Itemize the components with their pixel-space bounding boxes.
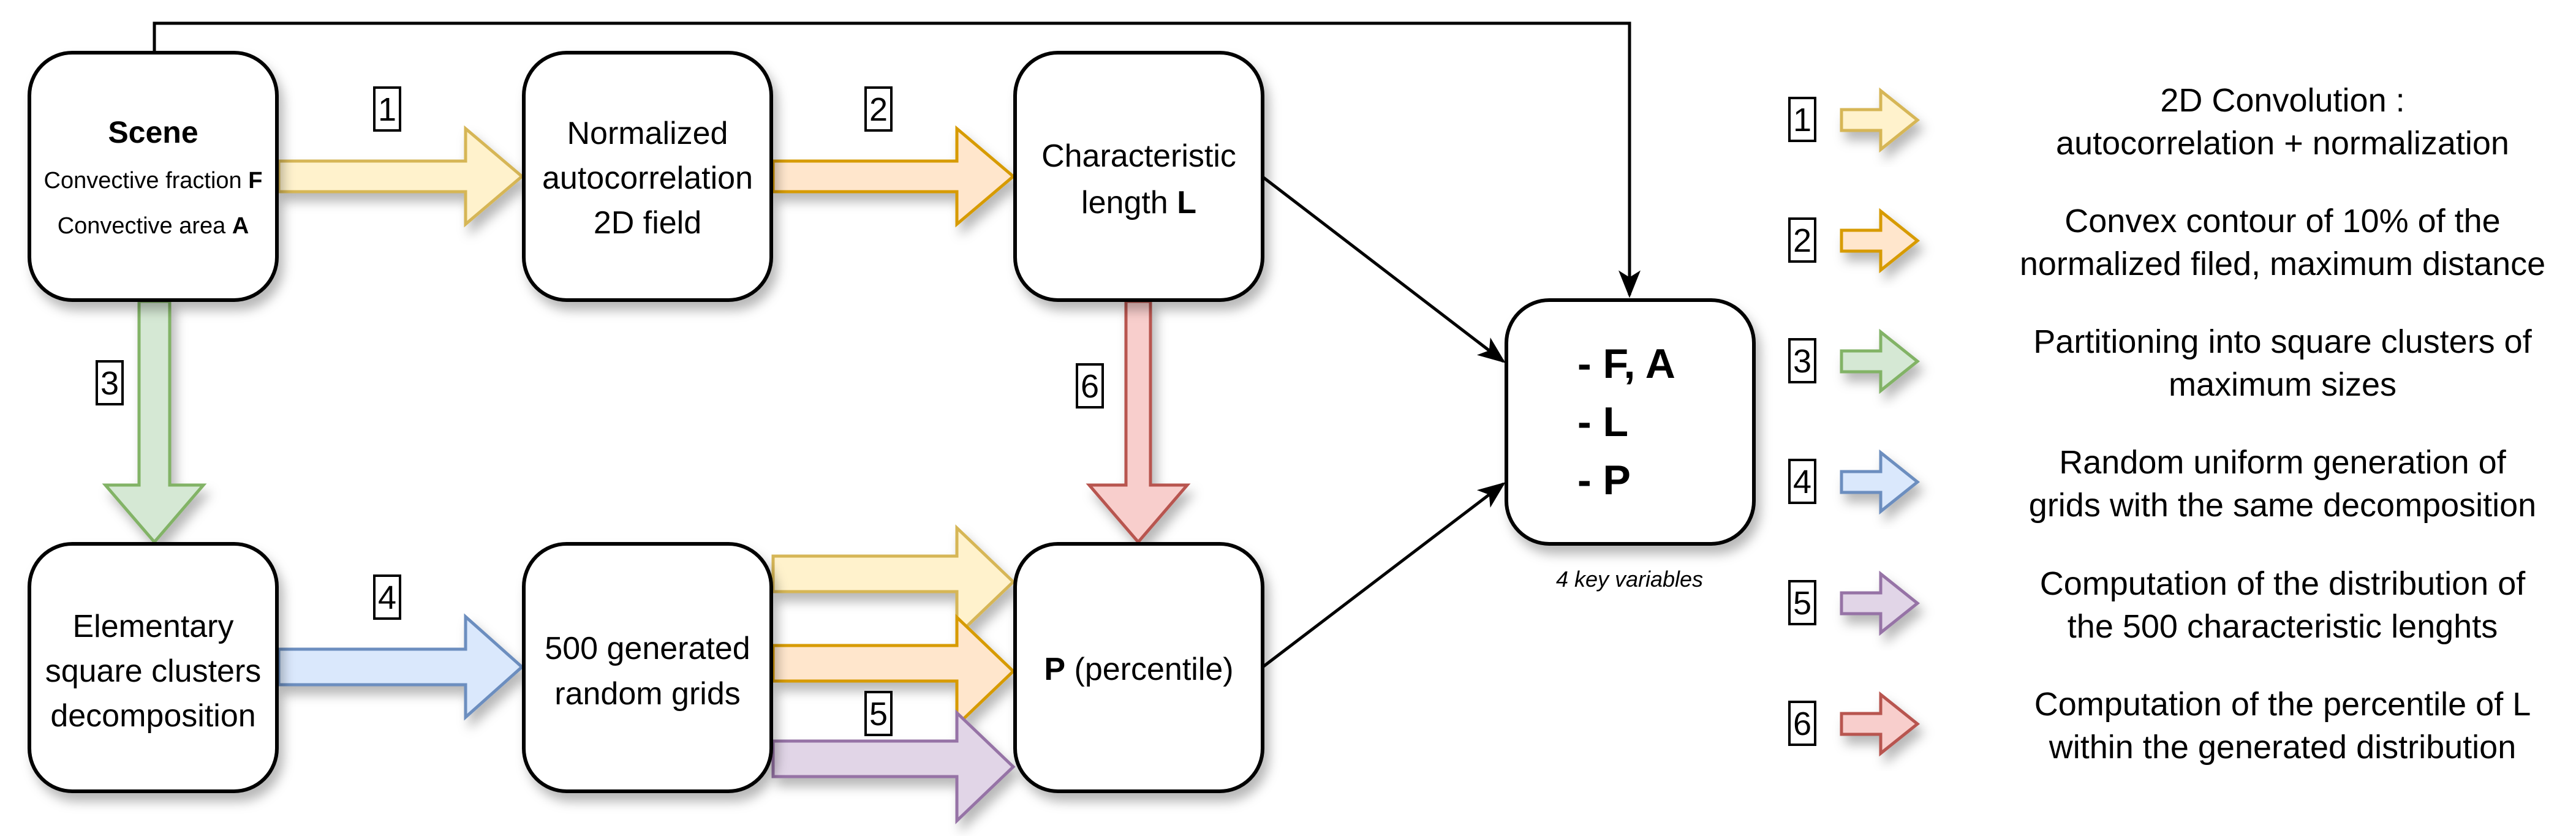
legend-number-box [1788, 459, 1816, 504]
legend-arrow-3 [1840, 328, 1921, 394]
svg-text:4: 4 [378, 579, 396, 616]
legend-number: 1 [1793, 102, 1811, 138]
legend-text-line: Computation of the distribution of [2040, 565, 2526, 602]
arrow-step-3 [102, 299, 207, 544]
arrow-step-4 [277, 613, 524, 721]
legend-text-line: grids with the same decomposition [2029, 487, 2536, 524]
legend-number: 4 [1793, 464, 1811, 500]
grids-line-1: 500 generated [545, 631, 750, 666]
legend-arrow-2 [1840, 208, 1921, 274]
step-badge-6: 6 [1076, 363, 1104, 409]
arrow-grids-step-1 [771, 524, 1016, 639]
node-key-variables [1505, 298, 1756, 546]
svg-text:2: 2 [869, 91, 888, 128]
percentile-label: P (percentile) [1044, 652, 1233, 687]
connector-length-to-keyvars [1261, 175, 1506, 363]
legend-arrow-4 [1840, 449, 1921, 515]
step-badge-5: 5 [864, 691, 893, 736]
legend-arrow-1 [1840, 87, 1921, 153]
scene-area: Convective area A [58, 213, 249, 239]
scene-title: Scene [108, 115, 198, 149]
legend: 1 2D Convolution : autocorrelation + norma… [1788, 82, 2545, 766]
step-badge-3: 3 [96, 360, 124, 405]
legend-number: 5 [1793, 585, 1811, 622]
legend-number-box [1788, 338, 1816, 383]
normalized-line-1: Normalized [567, 116, 728, 151]
node-percentile [1013, 542, 1264, 793]
legend-text-line: the 500 characteristic lenghts [2068, 608, 2498, 645]
node-characteristic-length [1013, 51, 1264, 302]
legend-arrow-5 [1840, 570, 1921, 636]
legend-item: 6 Computation of the percentile of L withi… [1788, 686, 2531, 766]
step-badge-4: 4 [373, 574, 401, 620]
connector-scene-to-keyvars [153, 21, 1641, 298]
legend-text-line: within the generated distribution [2049, 729, 2517, 766]
elementary-line-2: square clusters [45, 653, 262, 689]
legend-text-line: Convex contour of 10% of the [2064, 203, 2500, 239]
connector-percentile-to-keyvars [1261, 482, 1506, 669]
step-badge-2: 2 [864, 86, 893, 132]
arrow-grids-step-2 [771, 614, 1016, 729]
legend-text-line: autocorrelation + normalization [2056, 125, 2509, 162]
legend-number: 2 [1793, 222, 1811, 259]
arrow-step-6 [1086, 299, 1191, 544]
elementary-line-3: decomposition [50, 698, 255, 734]
key-variables-caption: 4 key variables [1556, 567, 1703, 592]
legend-item: 4 Random uniform generation of grids with … [1788, 444, 2536, 524]
legend-number-box [1788, 580, 1816, 625]
normalized-line-3: 2D field [594, 205, 701, 241]
svg-text:5: 5 [869, 696, 888, 732]
svg-text:3: 3 [100, 365, 119, 402]
legend-text-line: maximum sizes [2169, 366, 2397, 403]
legend-number: 3 [1793, 343, 1811, 380]
legend-number-box [1788, 97, 1816, 142]
svg-text:1: 1 [378, 91, 396, 128]
legend-number-box [1788, 701, 1816, 746]
legend-text-line: Computation of the percentile of L [2034, 686, 2531, 723]
characteristic-line-2: length L [1081, 185, 1196, 220]
arrow-step-1 [277, 125, 524, 228]
legend-arrow-6 [1840, 691, 1921, 757]
node-normalized-field [522, 51, 773, 302]
node-elementary-clusters [28, 542, 279, 793]
key-var-l: - L [1577, 399, 1628, 445]
key-var-p: - P [1577, 457, 1631, 503]
legend-number: 6 [1793, 706, 1811, 742]
legend-text-line: normalized filed, maximum distance [2020, 246, 2545, 282]
legend-item: 5 Computation of the distribution of the 5… [1788, 565, 2526, 645]
node-generated-grids [522, 542, 773, 793]
scene-fraction: Convective fraction F [44, 168, 263, 194]
svg-text:6: 6 [1081, 368, 1099, 405]
legend-text-line: Partitioning into square clusters of [2033, 323, 2532, 360]
characteristic-line-1: Characteristic [1041, 138, 1236, 174]
node-scene [28, 51, 279, 302]
arrow-grids-step-5 [771, 709, 1016, 824]
legend-text-line: Random uniform generation of [2059, 444, 2506, 481]
grids-line-2: random grids [554, 676, 740, 712]
legend-number-box [1788, 217, 1816, 263]
elementary-line-1: Elementary [73, 609, 234, 644]
legend-item: 3 Partitioning into square clusters of max… [1788, 323, 2533, 403]
arrow-step-2 [771, 125, 1016, 228]
legend-item: 1 2D Convolution : autocorrelation + norma… [1788, 82, 2509, 162]
step-badge-1: 1 [373, 86, 401, 132]
legend-text-line: 2D Convolution : [2160, 82, 2404, 119]
key-var-fa: - F, A [1577, 341, 1675, 387]
normalized-line-2: autocorrelation [542, 160, 753, 196]
legend-item: 2 Convex contour of 10% of the normalized … [1788, 203, 2545, 282]
